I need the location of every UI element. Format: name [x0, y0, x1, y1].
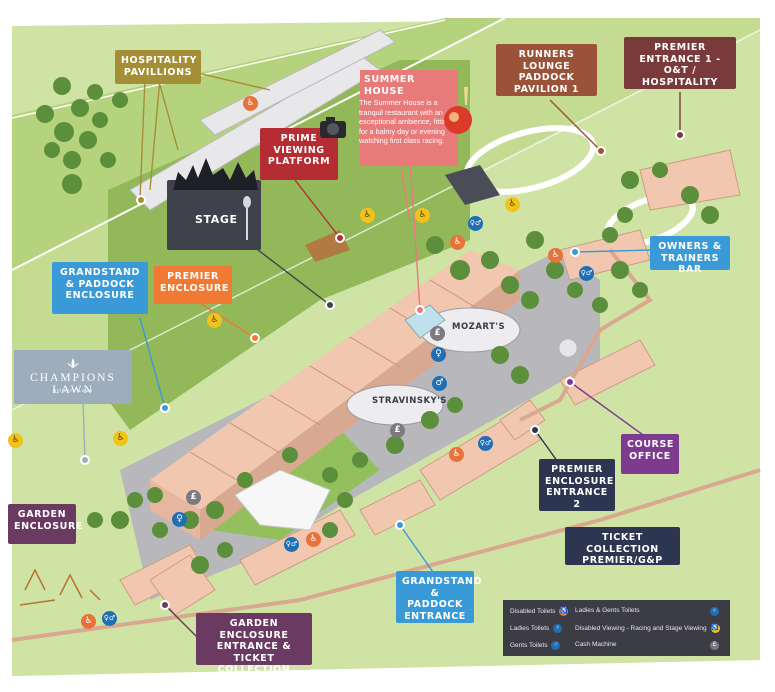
food-image [440, 85, 475, 135]
runners-lounge-label[interactable]: RUNNERS LOUNGE PADDOCK PAVILION 1 [496, 44, 597, 96]
disabled-toilets-icon: ♿ [81, 614, 96, 629]
disabled-viewing-icon: ♿ [415, 208, 430, 223]
champions-lawn-label: CHAMPIONS LAWN [30, 372, 116, 396]
premier-enclosure-entrance-2-label[interactable]: PREMIER ENCLOSURE ENTRANCE 2 [539, 459, 615, 511]
legend-label-gents: Gents Toilets [510, 642, 548, 649]
summer-house-description: The Summer House is a tranquil restauran… [359, 98, 452, 146]
ladies-toilets-icon: ♀ [431, 347, 446, 362]
disabled-viewing-icon: ♿ [360, 208, 375, 223]
legend-label-cash: Cash Machine [575, 641, 617, 648]
cash-machine-icon: £ [430, 326, 445, 341]
pin-stage[interactable] [325, 300, 335, 310]
gents-toilets-icon: ♂ [432, 376, 447, 391]
ladies-gents-toilets-icon: ♀ [710, 607, 719, 616]
legend-label-ladies: Ladies Toilets [510, 625, 550, 632]
hospitality-pavillions-label[interactable]: HOSPITALITY PAVILLIONS [115, 50, 201, 84]
ladies-gents-toilets-icon: ♀♂ [579, 266, 594, 281]
microphone-icon [242, 196, 252, 242]
pin-premier-enclosure[interactable] [250, 333, 260, 343]
map-legend: Disabled Toilets♿ Ladies & Gents Toilets… [503, 600, 730, 656]
grandstand-paddock-entrance-label[interactable]: GRANDSTAND & PADDOCK ENTRANCE [396, 571, 481, 623]
pin-owners-trainers[interactable] [570, 247, 580, 257]
ticket-collection-label[interactable]: TICKET COLLECTION PREMIER/G&P [565, 527, 680, 566]
pin-runners-lounge[interactable] [596, 146, 606, 156]
pin-course-office[interactable] [565, 377, 575, 387]
summer-house-panel [360, 98, 458, 166]
disabled-toilets-icon: ♿ [306, 532, 321, 547]
ladies-gents-toilets-icon: ♀♂ [468, 216, 483, 231]
disabled-toilets-icon: ♿ [548, 248, 563, 263]
ladies-gents-toilets-icon: ♀♂ [284, 537, 299, 552]
cash-machine-icon: £ [710, 641, 719, 650]
pin-prime-viewing[interactable] [335, 233, 345, 243]
mozarts-label: MOZART'S [452, 322, 506, 332]
garden-enclosure-entrance-label[interactable]: GARDEN ENCLOSURE ENTRANCE & TICKET COLLE… [196, 613, 312, 675]
pin-summer-house[interactable] [415, 305, 425, 315]
course-office-label[interactable]: COURSE OFFICE [621, 434, 679, 474]
pin-premier-entrance-1[interactable] [675, 130, 685, 140]
camera-image [318, 115, 350, 141]
pin-grandstand-entrance[interactable] [395, 520, 405, 530]
disabled-toilets-icon: ♿ [559, 607, 569, 616]
garden-enclosure-label[interactable]: GARDEN ENCLOSURE [8, 504, 82, 544]
disabled-viewing-icon: ♿ [113, 431, 128, 446]
disabled-viewing-icon: ♿ [505, 197, 520, 212]
legend-label-disabled-viewing: Disabled Viewing - Racing and Stage View… [575, 625, 707, 632]
champions-lawn-sign[interactable]: CHAMPIONS LAWN Officers Lawn [14, 350, 132, 404]
pin-garden-entrance[interactable] [160, 600, 170, 610]
ladies-toilets-icon: ♀ [553, 624, 563, 633]
lotus-icon [66, 356, 80, 368]
premier-entrance-1-label[interactable]: PREMIER ENTRANCE 1 - O&T / HOSPITALITY [624, 37, 736, 89]
disabled-viewing-icon: ♿ [8, 433, 23, 448]
disabled-toilets-icon: ♿ [449, 447, 464, 462]
ladies-toilets-icon: ♀ [172, 512, 187, 527]
ladies-gents-toilets-icon: ♀♂ [102, 611, 117, 626]
legend-label-disabled-toilets: Disabled Toilets [510, 608, 556, 615]
ladies-gents-toilets-icon: ♀♂ [478, 436, 493, 451]
cash-machine-icon: £ [186, 490, 201, 505]
owners-trainers-bar-label[interactable]: OWNERS & TRAINERS BAR [650, 236, 730, 275]
disabled-viewing-icon: ♿ [710, 624, 720, 633]
cash-machine-icon: £ [390, 423, 405, 438]
pin-grandstand[interactable] [160, 403, 170, 413]
legend-label-ladies-gents: Ladies & Gents Toilets [575, 607, 640, 614]
stravinskys-label: STRAVINSKY'S [372, 396, 447, 406]
champions-lawn-subtitle: Officers Lawn [52, 388, 94, 393]
disabled-toilets-icon: ♿ [450, 235, 465, 250]
pin-hospitality[interactable] [136, 195, 146, 205]
grandstand-paddock-enclosure-label[interactable]: GRANDSTAND & PADDOCK ENCLOSURE [52, 262, 148, 314]
pin-champions-lawn[interactable] [80, 455, 90, 465]
disabled-viewing-icon: ♿ [207, 313, 222, 328]
stage-crowd-image [168, 150, 260, 190]
disabled-toilets-icon: ♿ [243, 96, 258, 111]
pin-premier-entrance-2[interactable] [530, 425, 540, 435]
stage-label[interactable]: STAGE [167, 180, 261, 250]
gents-toilets-icon: ♂ [551, 641, 561, 650]
premier-enclosure-label[interactable]: PREMIER ENCLOSURE [154, 266, 232, 304]
